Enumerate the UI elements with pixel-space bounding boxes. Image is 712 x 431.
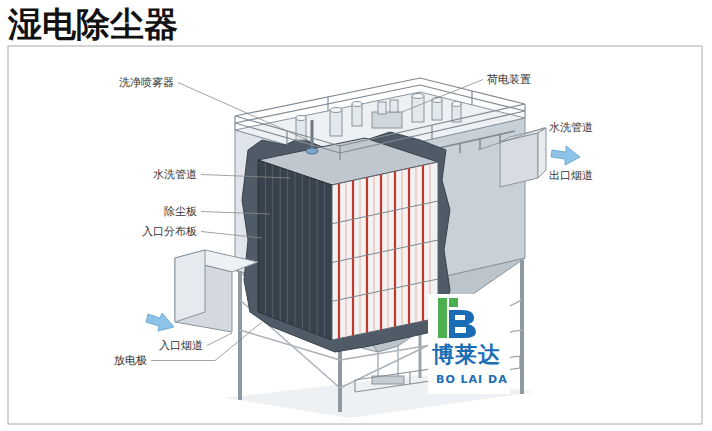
leader-line [201, 175, 290, 179]
part-label: 放电极 [113, 354, 148, 367]
illustration-part [242, 132, 450, 352]
illustration-part [390, 100, 398, 112]
part-label: 荷电装置 [486, 73, 532, 86]
illustration-part [332, 240, 438, 263]
illustration-part [524, 104, 525, 118]
illustration-part [272, 165, 273, 318]
illustration-part [397, 346, 399, 376]
illustration-part [352, 102, 362, 107]
illustration-part [317, 180, 318, 334]
leader-line [151, 322, 262, 361]
part-label: 入口烟道 [158, 339, 204, 352]
leader-line [201, 232, 262, 239]
part-label: 洗净喷雾器 [118, 76, 175, 89]
illustration-part [235, 85, 525, 153]
illustration-part [438, 298, 447, 338]
illustration-part [551, 146, 580, 165]
illustration-part [332, 201, 438, 224]
part-label: 除尘板 [163, 205, 198, 218]
illustration-part [332, 162, 438, 340]
illustration-part [330, 108, 342, 113]
part-label: 出口烟道 [548, 169, 594, 182]
illustration-part [302, 175, 303, 329]
illustration-part [238, 272, 242, 400]
illustration-part [309, 178, 310, 332]
part-label: 水洗管道 [152, 168, 198, 181]
illustration-part [175, 250, 205, 322]
illustration-part [354, 380, 355, 392]
illustration-part [332, 279, 438, 301]
illustration-part [455, 315, 465, 320]
illustration-part [234, 116, 235, 130]
illustration-part [452, 102, 461, 107]
illustration-part [296, 94, 461, 141]
illustration-part [455, 327, 466, 333]
illustration-part [428, 294, 510, 394]
leader-line [178, 83, 312, 143]
brand-watermark: BO LAI DA [436, 373, 508, 386]
illustration-part [431, 125, 432, 139]
illustration-part [378, 102, 386, 114]
illustration-part [146, 313, 174, 331]
illustration-part [235, 78, 525, 160]
illustration-part [287, 170, 288, 323]
illustration-part [412, 94, 424, 99]
illustration-part [519, 356, 520, 368]
illustration-part [339, 146, 340, 160]
illustration-part [327, 97, 328, 111]
part-label: 水洗管道 [548, 121, 594, 134]
illustration-part [412, 96, 424, 122]
illustration-part [324, 183, 325, 338]
illustration-part [409, 372, 410, 384]
illustration-part [479, 139, 481, 149]
leader-line [478, 128, 545, 151]
illustration-part [295, 173, 296, 327]
illustration-part [352, 104, 362, 126]
illustration-part [449, 298, 458, 307]
illustration-part [265, 163, 266, 315]
illustration-part [372, 112, 402, 128]
illustration-part [330, 110, 342, 136]
illustration-part [538, 128, 546, 178]
leader-line [402, 80, 483, 113]
illustration-part [306, 148, 318, 154]
illustration-part [459, 143, 461, 153]
illustration-part [296, 116, 306, 121]
illustration-part [520, 260, 524, 394]
leader-line [207, 333, 232, 346]
brand-watermark: 博莱达 [432, 342, 501, 368]
illustration-part [258, 160, 332, 340]
illustration-part [471, 91, 472, 105]
illustration-part [280, 168, 281, 321]
illustration-part [449, 310, 476, 338]
illustration-part [8, 46, 702, 424]
leader-line [201, 212, 270, 215]
illustration-part [286, 131, 287, 145]
diagram-title: 湿电除尘器 [6, 3, 184, 45]
part-label: 入口分布板 [141, 225, 198, 238]
illustration-part [265, 163, 438, 339]
